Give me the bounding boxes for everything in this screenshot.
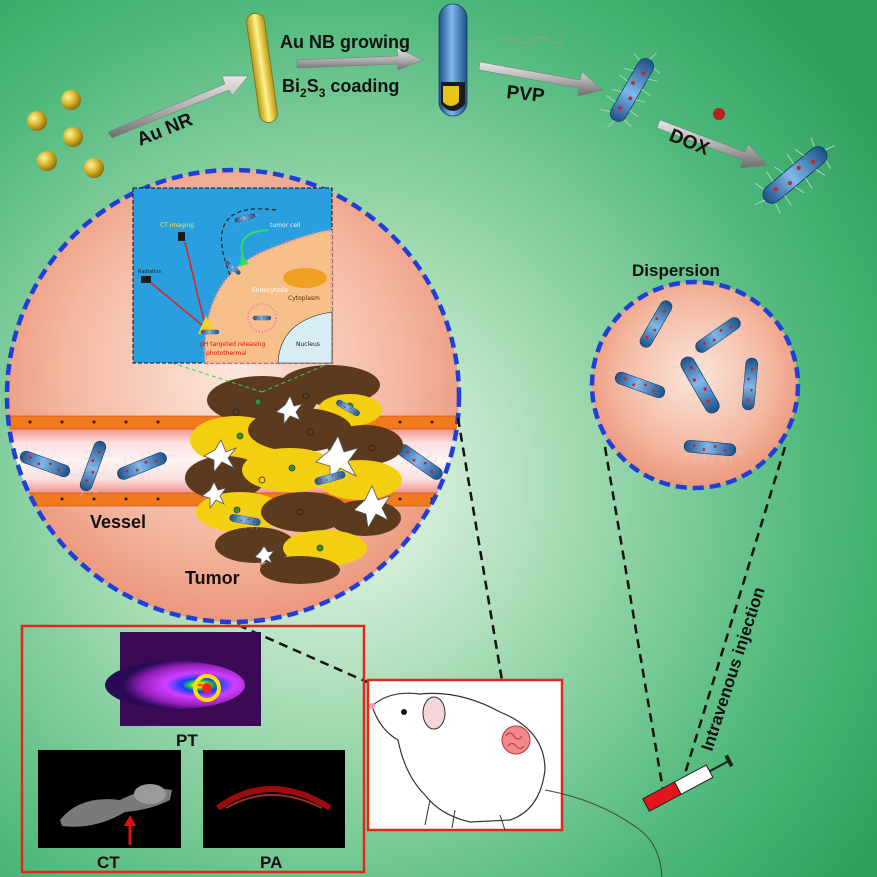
gold-nanorod (246, 13, 278, 123)
label-au-nb-growing: Au NB growing (280, 32, 410, 52)
cell-uptake-inset: CT imaging tumor cell Endocytosis Cytopl… (132, 187, 334, 365)
gold-seeds (27, 90, 104, 178)
arrow-au-nb (296, 47, 424, 71)
mouse-panel (366, 678, 663, 877)
label-dispersion: Dispersion (632, 261, 720, 280)
label-pa: PA (260, 853, 282, 872)
tumor-mass (185, 365, 403, 584)
label-pvp: PVP (505, 82, 545, 107)
inset-label-cytoplasm: Cytoplasm (288, 295, 320, 302)
label-vessel: Vessel (90, 512, 146, 532)
nucleus (277, 311, 333, 364)
syringe (642, 754, 734, 812)
laser-icon (141, 276, 151, 283)
imaging-panel: PT CT PA (20, 624, 366, 874)
label-pt: PT (176, 731, 198, 750)
arrow-pvp (478, 61, 604, 97)
inset-label-nucleus: Nucleus (296, 341, 320, 348)
organelle (283, 268, 327, 288)
inset-label-ct-imaging: CT imaging (160, 222, 194, 229)
label-bi2s3-coating: Bi2S3 coading (282, 76, 399, 100)
tumor-microenvironment-circle (4, 167, 462, 625)
inset-pointer-right (261, 362, 331, 393)
arrow-dox (656, 119, 768, 169)
label-tumor: Tumor (185, 568, 240, 588)
pvp-strand (499, 36, 565, 44)
inset-pointer-left (171, 362, 263, 393)
dispersion-circle (589, 279, 801, 491)
inset-label-endocytosis: Endocytosis (252, 287, 288, 294)
ct-scanner-icon (178, 232, 185, 241)
arrow-au-nr (107, 75, 249, 139)
inset-label-tumor-cell: tumor cell (270, 222, 301, 229)
dox-molecule (713, 108, 725, 120)
inset-label-radiation: Radiation (138, 269, 162, 275)
mouse (371, 692, 546, 823)
pa-image (203, 750, 345, 848)
label-ct: CT (97, 853, 120, 872)
inset-label-release-line1: pH targeted releasing (200, 341, 266, 348)
inset-label-release-line2: photothermal (206, 350, 247, 357)
au-nb-bi2s3-rod (438, 3, 468, 117)
tumor-on-mouse (501, 725, 531, 755)
